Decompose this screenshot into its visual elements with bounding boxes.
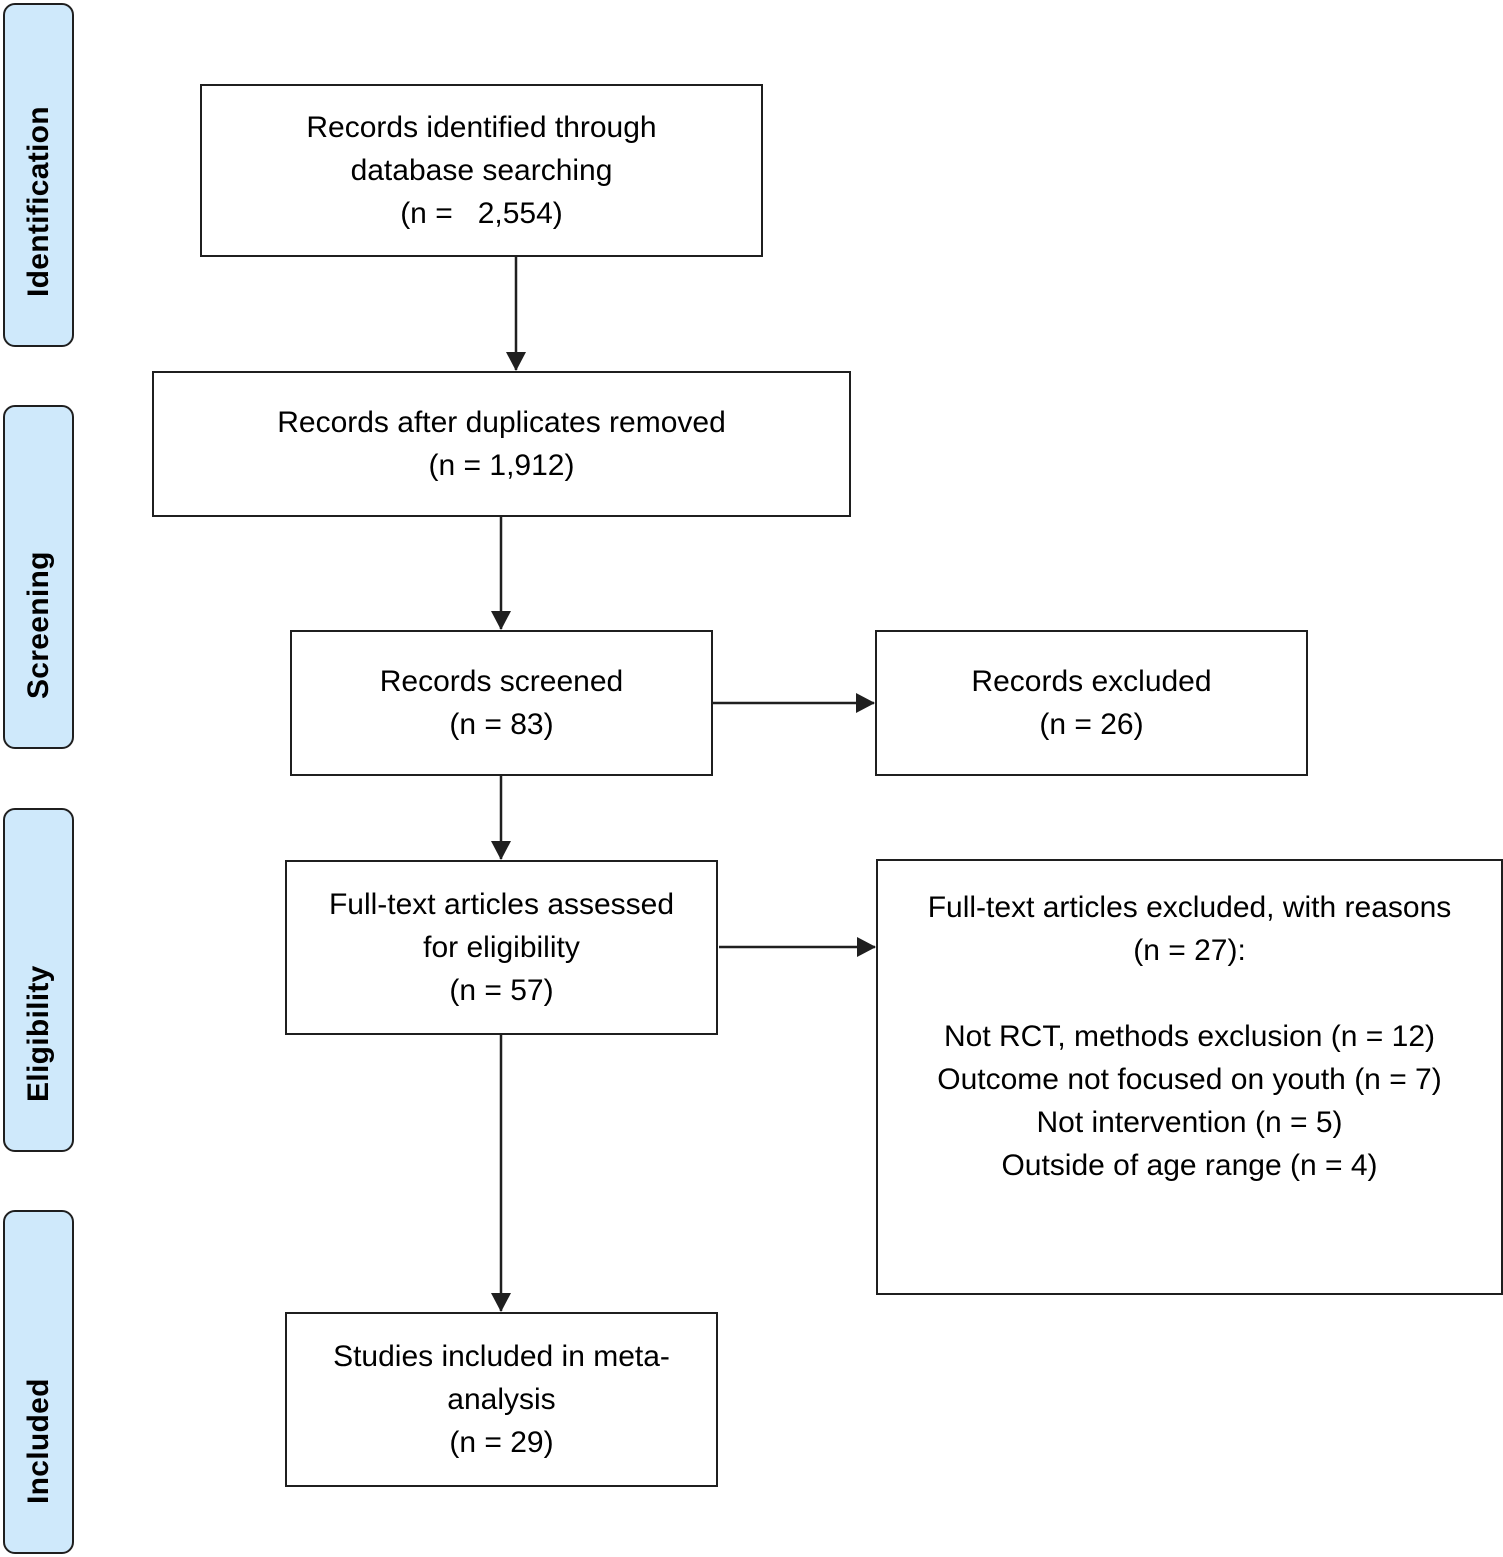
exclusion-reason: Outcome not focused on youth (n = 7)	[937, 1063, 1442, 1096]
box-line: (n = 1,912)	[428, 449, 575, 482]
box-fulltext-excluded: Full-text articles excluded, with reason…	[876, 859, 1503, 1295]
box-line: Records excluded	[971, 665, 1212, 698]
box-studies-included: Studies included in meta- analysis (n = …	[285, 1312, 718, 1487]
stage-eligibility: Eligibility	[3, 808, 74, 1152]
arrowhead-duplicates-to-screened	[491, 611, 511, 630]
box-line: Records identified through	[306, 111, 657, 144]
exclusion-reason: Outside of age range (n = 4)	[1001, 1149, 1378, 1182]
box-fulltext-assessed: Full-text articles assessed for eligibil…	[285, 860, 718, 1035]
box-line: (n = 57)	[449, 974, 554, 1007]
box-line: (n = 29)	[449, 1426, 554, 1459]
box-line: for eligibility	[423, 931, 580, 964]
box-line: analysis	[447, 1383, 556, 1416]
box-line: Records screened	[379, 665, 624, 698]
box-line: (n = 2,554)	[400, 197, 563, 230]
arrowhead-screened-to-fulltext	[491, 841, 511, 860]
stage-identification: Identification	[3, 3, 74, 347]
arrowhead-fulltext-to-included	[491, 1293, 511, 1312]
exclusion-reason: Not intervention (n = 5)	[1036, 1106, 1343, 1139]
box-records-identified: Records identified through database sear…	[200, 84, 763, 257]
stage-screening: Screening	[3, 405, 74, 749]
box-line: (n = 83)	[449, 708, 554, 741]
arrowhead-identified-to-duplicates	[506, 352, 526, 371]
box-records-after-duplicates: Records after duplicates removed (n = 1,…	[152, 371, 851, 517]
exclusion-reason: Not RCT, methods exclusion (n = 12)	[943, 1020, 1436, 1053]
box-line: Full-text articles excluded, with reason…	[927, 891, 1452, 924]
stage-included: Included	[3, 1210, 74, 1554]
box-line: Full-text articles assessed	[328, 888, 675, 921]
box-line: (n = 27):	[1133, 934, 1246, 967]
box-records-screened: Records screened (n = 83)	[290, 630, 713, 776]
box-line: Records after duplicates removed	[277, 406, 726, 439]
arrowhead-screened-to-excluded	[856, 693, 875, 713]
arrowhead-fulltext-to-excluded	[857, 937, 876, 957]
box-line: Studies included in meta-	[333, 1340, 670, 1373]
box-line: database searching	[350, 154, 613, 187]
box-records-excluded: Records excluded (n = 26)	[875, 630, 1308, 776]
box-line: (n = 26)	[1039, 708, 1144, 741]
